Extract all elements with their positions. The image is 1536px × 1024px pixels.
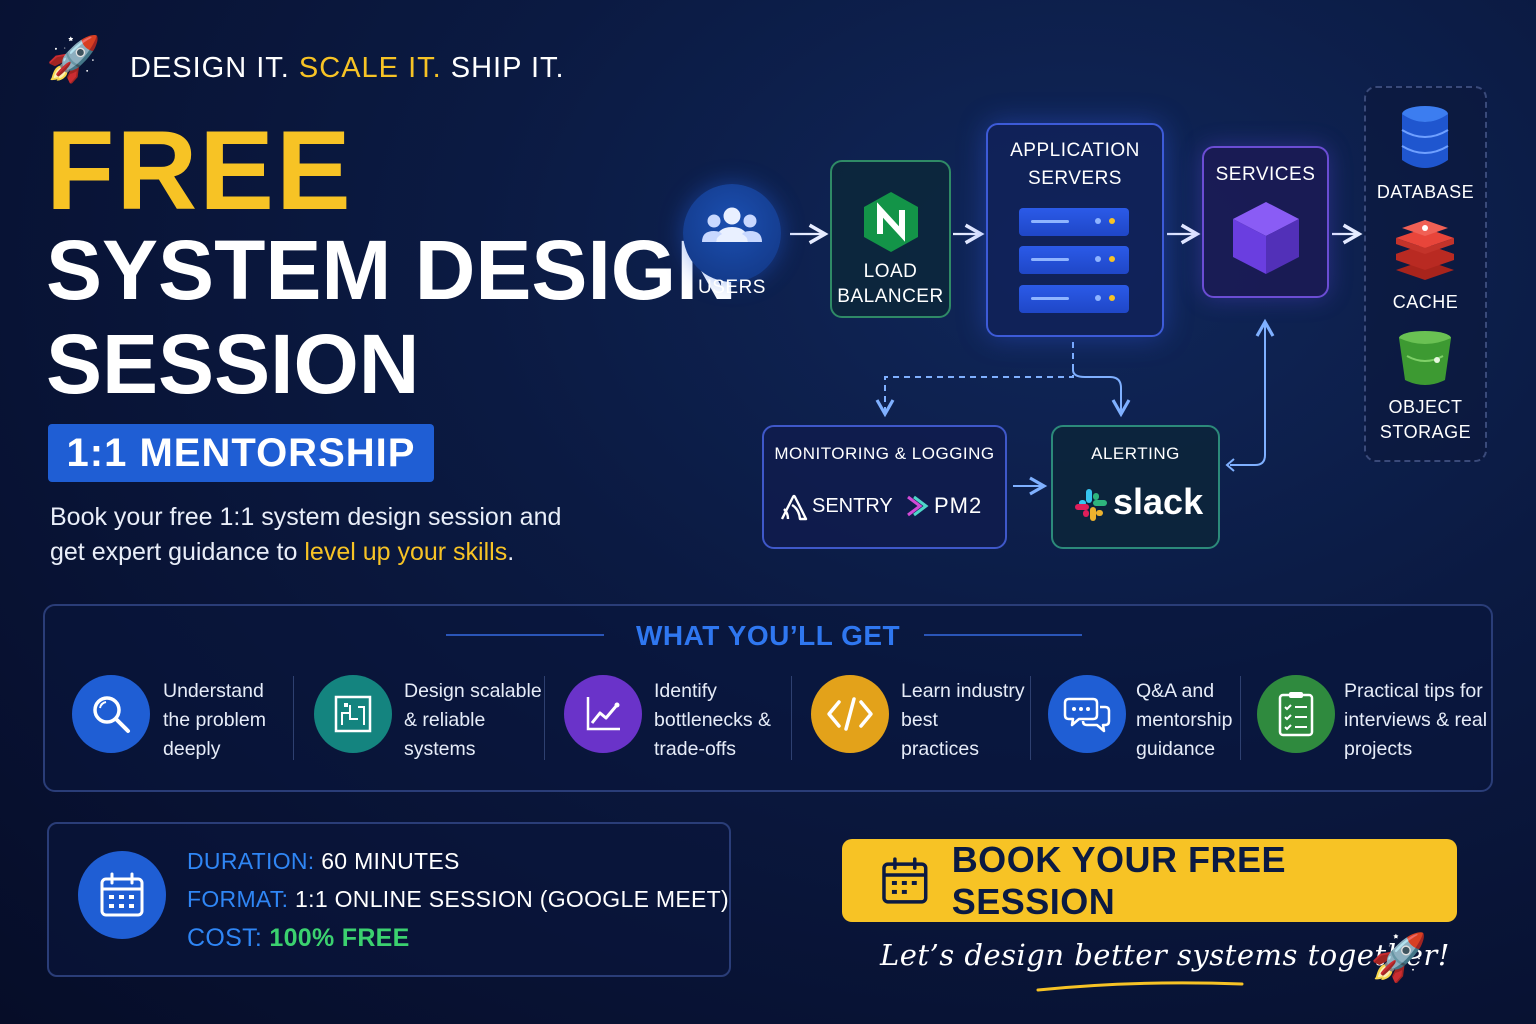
duration-row: DURATION: 60 MINUTES (187, 848, 460, 874)
redis-cache-icon (1396, 220, 1454, 280)
bucket-storage-icon (1399, 331, 1451, 385)
divider (293, 676, 294, 760)
chart-line-icon (564, 675, 642, 753)
benefits-title: WHAT YOU’LL GET (636, 620, 901, 651)
slack-label: slack (1113, 481, 1204, 522)
divider (791, 676, 792, 760)
object-storage-label-2: STORAGE (1379, 422, 1472, 442)
alerting-label: ALERTING (1091, 444, 1180, 463)
title-line-session: SESSION (46, 317, 420, 411)
lb-label-line2: BALANCER (837, 286, 944, 307)
blueprint-icon (314, 675, 392, 753)
mentorship-badge: 1:1 MENTORSHIP (48, 424, 434, 482)
code-icon (811, 675, 889, 753)
users-label: USERS (698, 277, 766, 298)
users-node (683, 184, 781, 282)
book-session-button[interactable]: BOOK YOUR FREE SESSION (842, 839, 1457, 922)
tagline-underline (1036, 981, 1244, 992)
tagline: DESIGN IT. SCALE IT. SHIP IT. (130, 52, 565, 84)
rocket-icon: 🚀 (1370, 931, 1428, 983)
slack-icon (1075, 489, 1107, 521)
pm2-label: PM2 (934, 493, 983, 518)
object-storage-label-1: OBJECT (1388, 397, 1463, 417)
arrow-app-to-alerting (1072, 369, 1131, 418)
database-icon (1401, 106, 1449, 168)
title-divider-left (446, 634, 604, 636)
lb-label-line1: LOAD (863, 261, 918, 282)
sentry-icon (780, 494, 808, 521)
server-rack-icon (1019, 208, 1129, 236)
title-free: FREE (46, 108, 353, 233)
app-label-line2: SERVERS (1028, 168, 1122, 189)
cube-icon (1233, 202, 1299, 274)
load-balancer-node: LOAD BALANCER (830, 160, 951, 318)
search-icon (72, 675, 150, 753)
benefits-panel (43, 604, 1493, 792)
alerting-node: ALERTING slack (1051, 425, 1220, 549)
pm2-icon (907, 495, 929, 517)
monitoring-label: MONITORING & LOGGING (774, 444, 995, 463)
services-label: SERVICES (1215, 164, 1316, 185)
title-line-system-design: SYSTEM DESIGN (46, 223, 737, 317)
server-rack-icon (1019, 246, 1129, 274)
app-label-line1: APPLICATION (1010, 140, 1140, 161)
monitoring-node: MONITORING & LOGGING SENTRY PM2 (762, 425, 1007, 549)
closing-tagline: Let’s design better systems together! (880, 938, 1450, 972)
diagram-connectors (790, 223, 1363, 496)
highlight-text: level up your skills (304, 538, 508, 566)
cache-label: CACHE (1392, 292, 1459, 312)
checklist-icon (1257, 675, 1335, 753)
arrow-app-to-monitoring (875, 342, 1074, 418)
divider (1030, 676, 1031, 760)
rocket-icon: 🚀 (46, 35, 101, 84)
arrow-alerting-to-services (1230, 318, 1275, 466)
cost-row: COST: 100% FREE (187, 924, 410, 952)
format-row: FORMAT: 1:1 ONLINE SESSION (GOOGLE MEET) (187, 886, 729, 912)
server-rack-icon (1019, 285, 1129, 313)
divider (1240, 676, 1241, 760)
database-label: DATABASE (1376, 182, 1475, 202)
chat-icon (1048, 675, 1126, 753)
calendar-icon (882, 856, 928, 904)
nginx-icon (864, 192, 918, 252)
hero-description: Book your free 1:1 system design session… (50, 503, 562, 566)
divider (544, 676, 545, 760)
services-node: SERVICES (1202, 146, 1329, 298)
book-session-label: BOOK YOUR FREE SESSION (951, 838, 1287, 922)
title-divider-right (924, 634, 1082, 636)
users-icon (702, 207, 762, 242)
calendar-icon (78, 851, 166, 939)
sentry-label: SENTRY (812, 495, 893, 517)
